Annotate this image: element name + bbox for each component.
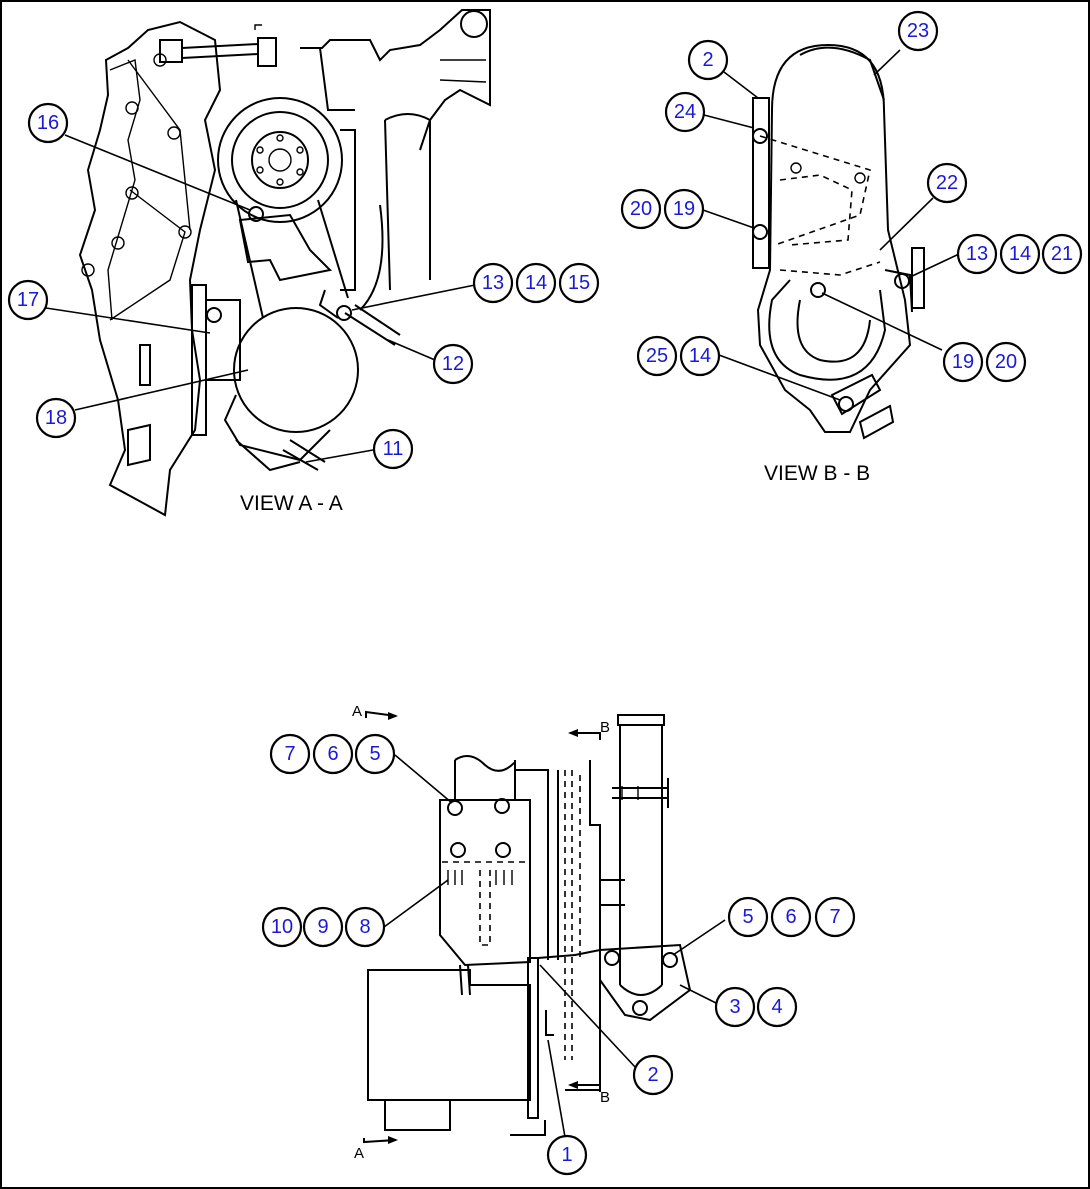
svg-text:7: 7 (829, 906, 840, 928)
view-a-leaders (45, 134, 476, 463)
svg-text:8: 8 (359, 916, 370, 938)
callout-25: 25 (636, 335, 678, 377)
callout-5-right: 5 (727, 896, 769, 938)
svg-text:19: 19 (673, 198, 695, 220)
main-view-section-labels: A A B B (352, 703, 610, 1162)
main-view-leaders (383, 754, 726, 1138)
svg-text:14: 14 (689, 345, 711, 367)
svg-text:11: 11 (383, 438, 404, 460)
svg-text:12: 12 (442, 353, 464, 375)
callout-19-b: 19 (663, 188, 705, 230)
svg-text:25: 25 (646, 345, 668, 367)
section-a-bottom-label: A (354, 1145, 364, 1162)
view-b-label: VIEW B - B (764, 462, 870, 485)
svg-text:9: 9 (317, 916, 328, 938)
svg-text:6: 6 (785, 906, 796, 928)
callout-13-b: 13 (956, 233, 998, 275)
callout-16: 16 (27, 102, 69, 144)
svg-text:24: 24 (674, 101, 696, 123)
callout-5-top: 5 (354, 733, 396, 775)
svg-text:10: 10 (271, 916, 293, 938)
svg-text:22: 22 (936, 172, 958, 194)
callout-24: 24 (664, 91, 706, 133)
callout-6-right: 6 (770, 896, 812, 938)
callout-19-b2: 19 (942, 341, 984, 383)
callout-23: 23 (897, 10, 939, 52)
svg-text:14: 14 (525, 272, 547, 294)
callout-7-top: 7 (269, 733, 311, 775)
callout-13-a: 13 (472, 262, 514, 304)
callout-14-a: 14 (515, 262, 557, 304)
callout-2-b: 2 (687, 39, 729, 81)
callout-6-top: 6 (312, 733, 354, 775)
svg-text:13: 13 (966, 243, 988, 265)
svg-text:18: 18 (45, 407, 67, 429)
callout-1: 1 (546, 1134, 588, 1176)
callout-10: 10 (261, 906, 303, 948)
svg-text:1: 1 (561, 1144, 572, 1166)
callout-11: 11 (372, 428, 414, 470)
svg-text:21: 21 (1051, 243, 1073, 265)
svg-text:15: 15 (568, 272, 590, 294)
callout-3: 3 (714, 986, 756, 1028)
svg-text:13: 13 (482, 272, 504, 294)
main-view-drawing (363, 710, 692, 1144)
view-a-label: VIEW A - A (240, 492, 343, 515)
section-b-bottom-label: B (600, 1089, 610, 1106)
svg-text:3: 3 (729, 996, 740, 1018)
svg-text:7: 7 (284, 743, 295, 765)
view-b-leaders (702, 49, 960, 401)
svg-text:20: 20 (995, 351, 1017, 373)
callout-8: 8 (344, 906, 386, 948)
svg-text:6: 6 (327, 743, 338, 765)
svg-text:23: 23 (907, 20, 929, 42)
callout-4: 4 (756, 986, 798, 1028)
svg-text:2: 2 (647, 1064, 658, 1086)
callout-2-main: 2 (632, 1054, 674, 1096)
svg-text:19: 19 (952, 351, 974, 373)
callout-9: 9 (302, 906, 344, 948)
section-b-top-label: B (600, 719, 610, 736)
svg-text:4: 4 (771, 996, 782, 1018)
callout-15: 15 (558, 262, 600, 304)
section-a-top-label: A (352, 703, 362, 720)
callout-17: 17 (7, 279, 49, 321)
callout-22: 22 (926, 162, 968, 204)
svg-text:20: 20 (630, 198, 652, 220)
callout-14-b: 14 (999, 233, 1041, 275)
callout-20-b: 20 (620, 188, 662, 230)
callout-14-b2: 14 (679, 335, 721, 377)
view-a-drawing (78, 9, 491, 517)
callout-20-b2: 20 (985, 341, 1027, 383)
svg-text:5: 5 (369, 743, 380, 765)
svg-text:2: 2 (702, 49, 713, 71)
svg-text:16: 16 (37, 112, 59, 134)
callout-21: 21 (1041, 233, 1083, 275)
svg-text:5: 5 (742, 906, 753, 928)
view-b-drawing (752, 43, 925, 440)
svg-text:17: 17 (17, 289, 39, 311)
callout-18: 18 (35, 397, 77, 439)
callout-12: 12 (432, 343, 474, 385)
svg-text:14: 14 (1009, 243, 1031, 265)
callout-7-right: 7 (814, 896, 856, 938)
